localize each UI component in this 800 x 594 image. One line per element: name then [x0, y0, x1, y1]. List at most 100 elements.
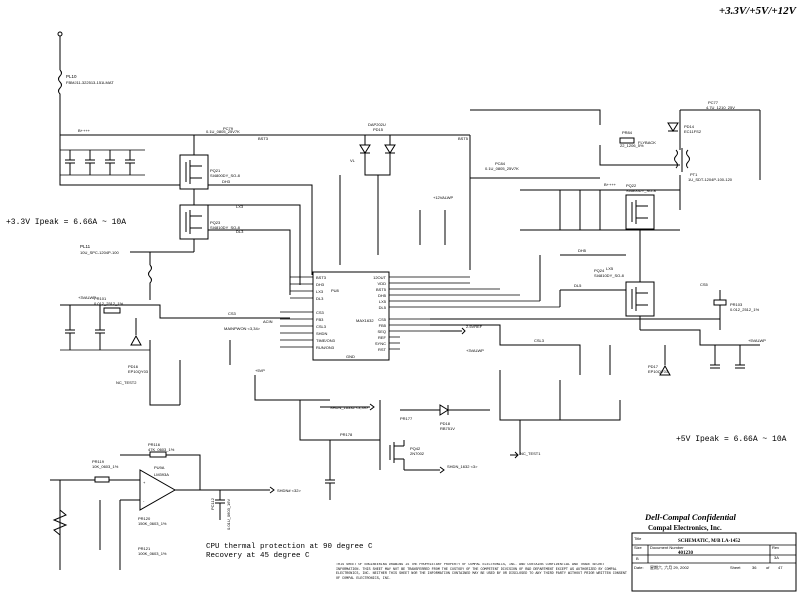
pd18-value: RB751V	[440, 426, 455, 431]
sheet-number: 36	[752, 565, 757, 570]
output-3v3: +3VALWP PR101 0.012_2512_1% CS3 PD16 EP1…	[60, 295, 290, 374]
ic-pin-left: GND	[346, 354, 355, 359]
net-dh5: DH5	[578, 248, 587, 253]
input-filter: PL10 FBMJ11-322513-151LMAT B++++	[57, 31, 145, 186]
confidential-label: Dell-Compal Confidential	[644, 512, 737, 522]
ic-pin-right: REF	[378, 335, 387, 340]
pr116-value: 47K_0603_1%	[148, 447, 175, 452]
rev-value: 3A	[774, 555, 779, 560]
pc77-value: 4.7U_1210_25V	[706, 105, 735, 110]
pq23-part: SI4810DY_SO-8	[210, 225, 241, 230]
pr120-ref: PR120	[138, 516, 151, 521]
diode-pd15: DAP202U PD15 VL +12VALWP	[290, 122, 470, 200]
sheet-total: 47	[778, 565, 783, 570]
pu9a-value: LM393A	[154, 472, 169, 477]
net-cs5: CS5	[700, 282, 709, 287]
pr103-ref: PR103	[730, 302, 743, 307]
pq42-ref: PQ42	[410, 446, 421, 451]
pc77-ref: PC77	[708, 100, 719, 105]
pr121-ref: PR121	[138, 546, 151, 551]
date-label: Date:	[634, 565, 644, 570]
pc112-value: 0.01U_0603_16V	[226, 499, 231, 530]
pd16-value: EP10QY03	[128, 369, 149, 374]
pq21-part: SI4800DY_SO-8	[210, 173, 241, 178]
pq23-ref: PQ23	[210, 220, 221, 225]
net-shdn-1632: SHDN_1632 <3>	[447, 464, 478, 469]
pq21-ref: PQ21	[210, 168, 221, 173]
pl10-ref: PL10	[66, 74, 77, 79]
ic-pin-left: RUN/ON3	[316, 345, 335, 350]
net-25vref: 2.5VREF	[466, 324, 483, 329]
pd14-ref: PD14	[684, 124, 695, 129]
net-lx3: LX3	[236, 204, 244, 209]
rails-label: +3.3V/+5V/+12V	[719, 5, 798, 17]
doc-number: 401230	[678, 551, 694, 556]
diode-pd18: PD18 RB751V	[400, 404, 490, 431]
net-bst3: BST3	[258, 136, 269, 141]
doc-label: Document Number	[650, 545, 684, 550]
pr177-ref: PR177	[400, 416, 413, 421]
net-nc-test1: NC_TEST1	[520, 451, 541, 456]
transistor-pq42: PQ42 2N7002	[389, 440, 425, 470]
pr119-value: 10K_0603_1%	[92, 464, 119, 469]
pc79-value: 0.1U_0805_25V7K	[206, 129, 240, 134]
mosfet-pq23: PQ23 SI4810DY_SO-8	[179, 204, 241, 240]
net-nc-test2: NC_TEST2	[116, 380, 137, 385]
pl11-ref: PL11	[80, 244, 91, 249]
pc79-ref: PC79	[223, 126, 234, 131]
size-label: Size	[634, 545, 643, 550]
pc84-ref: PC84	[495, 161, 506, 166]
pu9a-ref: PU9A	[154, 465, 165, 470]
of-label: of	[766, 565, 770, 570]
net-acin: ACIN	[263, 319, 273, 324]
flyback-label: FLYBACK	[638, 140, 656, 145]
ic-pin-right: VDD	[378, 281, 387, 286]
pt1-value: 1U_SDT-1204P-100-120	[688, 177, 733, 182]
company-name: Compal Electronics, Inc.	[648, 524, 722, 532]
pd18-ref: PD18	[440, 421, 451, 426]
schematic-title: SCHEMATIC, M/B LA-1452	[678, 539, 741, 544]
net-vl-1: VL	[350, 158, 356, 163]
ic-right-pins: 12OUT VDD BST5 DH5 LX5 DL5 CS5 FB5 SEQ R…	[373, 275, 387, 352]
net-lx5: LX5	[606, 266, 614, 271]
mosfet-pq22: PQ22 SI4800DY_SO-8	[625, 183, 657, 230]
pd15-ref: PD15	[373, 127, 384, 132]
ic-pin-left: FB3	[316, 317, 324, 322]
net-12valwp-1: +12VALWP	[433, 195, 454, 200]
ic-pin-right: CS5	[378, 317, 387, 322]
pr121-value: 100K_0603_1%	[138, 551, 167, 556]
pr103-value: 0.012_2512_1%	[730, 307, 760, 312]
ic-part: MAX1632	[356, 318, 374, 323]
ic-pin-right: LX5	[379, 299, 387, 304]
ic-pin-right: 12OUT	[373, 275, 386, 280]
disclaimer-text: THIS SHEET OF ENGINEERING DRAWING IS THE…	[336, 563, 627, 581]
pd17-ref: PD17	[648, 364, 659, 369]
pr116-ref: PR116	[148, 442, 161, 447]
ic-pin-right: FB5	[379, 323, 387, 328]
note-thermal-2: Recovery at 45 degree C	[206, 552, 310, 560]
sheet-label: Sheet	[730, 565, 741, 570]
pc84-value: 0.1U_0805_25V7K	[485, 166, 519, 171]
net-dl3: DL3	[236, 229, 244, 234]
ic-pin-left: DH3	[316, 282, 325, 287]
pr84-value: 22_1206_5%	[620, 143, 644, 148]
pq42-value: 2N7002	[410, 451, 425, 456]
ic-pin-left: CSL3	[316, 324, 327, 329]
net-mainpwon: MAINPWON <3,34>	[224, 326, 261, 331]
net-dl5: DL5	[574, 283, 582, 288]
net-csl3: CSL3	[534, 338, 545, 343]
ic-pin-right: SEQ	[378, 329, 386, 334]
mosfet-pq21: PQ21 SI4800DY_SO-8	[179, 154, 241, 190]
svg-text:+: +	[143, 480, 146, 485]
date-value: 星期六, 六月 29, 2002	[650, 564, 690, 570]
ic-pin-left: TIME/ON3	[316, 338, 336, 343]
pl10-value: FBMJ11-322513-151LMAT	[66, 80, 114, 85]
ic-ref: PU8	[331, 288, 340, 293]
ic-pin-right: SYNC	[375, 341, 386, 346]
pc112-ref: PC112	[210, 497, 215, 510]
pr119-ref: PR119	[92, 459, 105, 464]
pr84-ref: PR84	[622, 130, 633, 135]
net-bplus-2: B++++	[604, 182, 617, 187]
rev-label: Rev	[772, 545, 779, 550]
